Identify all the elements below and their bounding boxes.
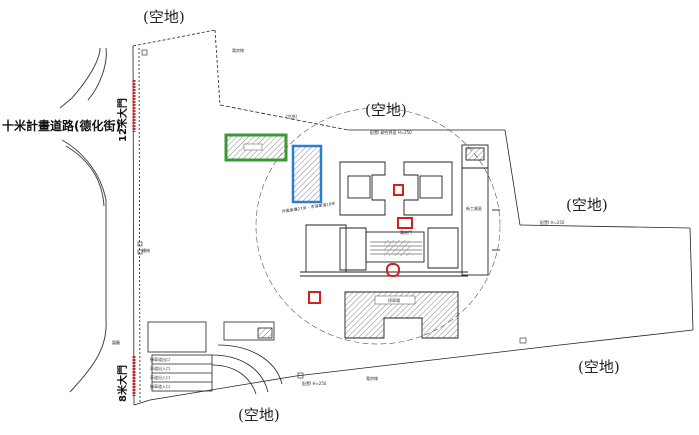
- road-name: 十米計畫道路(德化街): [2, 118, 121, 133]
- electric-room-label: 電房門: [400, 229, 412, 235]
- building-label: 新工業區: [466, 205, 482, 211]
- gate-12m-label: 12米大門: [116, 98, 129, 142]
- road-edges: [59, 47, 107, 393]
- open-land-bottom: (空地): [238, 406, 280, 424]
- stair-label: 樓梯: [142, 247, 150, 253]
- lower-building: [344, 291, 459, 339]
- open-land-lower-right: (空地): [578, 358, 620, 376]
- lane-label: 機車道入口: [150, 383, 170, 389]
- main-building: [300, 161, 468, 277]
- fence-top-label: 配置Ⅰ 韌性界面 H≈250: [370, 129, 412, 135]
- circulation-ring: [255, 107, 501, 345]
- open-land-small: (空地): [286, 113, 298, 119]
- green-zone: [224, 133, 288, 162]
- entrance-area: [147, 321, 283, 395]
- red-markers: [308, 184, 413, 304]
- center-stair-hatch: [384, 240, 410, 256]
- open-land-right: (空地): [566, 196, 608, 214]
- right-tower: [461, 144, 500, 276]
- wall-small-1: 電房線: [232, 47, 244, 53]
- fence-bottom-label: 配置Ⅰ H≈250: [302, 380, 327, 386]
- wall-small-3: 圍籬: [112, 339, 120, 345]
- lane-label: 車道出入口: [150, 374, 170, 380]
- wall-small-2: 電房線: [366, 375, 378, 381]
- lane-label: 機車道出口: [150, 356, 170, 362]
- gate-8m-label: 8米大門: [116, 365, 129, 402]
- lane-label: 車道出入口: [150, 365, 170, 371]
- fence-right-label: 配置Ⅰ H≈250: [540, 219, 565, 225]
- open-land-center: (空地): [365, 101, 407, 119]
- blue-zone: [291, 144, 323, 204]
- equipment-marks: [137, 49, 527, 379]
- lane-labels: 機車道出口 車道出入口 車道出入口 機車道入口: [150, 356, 170, 389]
- parking-label: 停車場: [388, 297, 400, 303]
- open-land-top: (空地): [143, 8, 185, 26]
